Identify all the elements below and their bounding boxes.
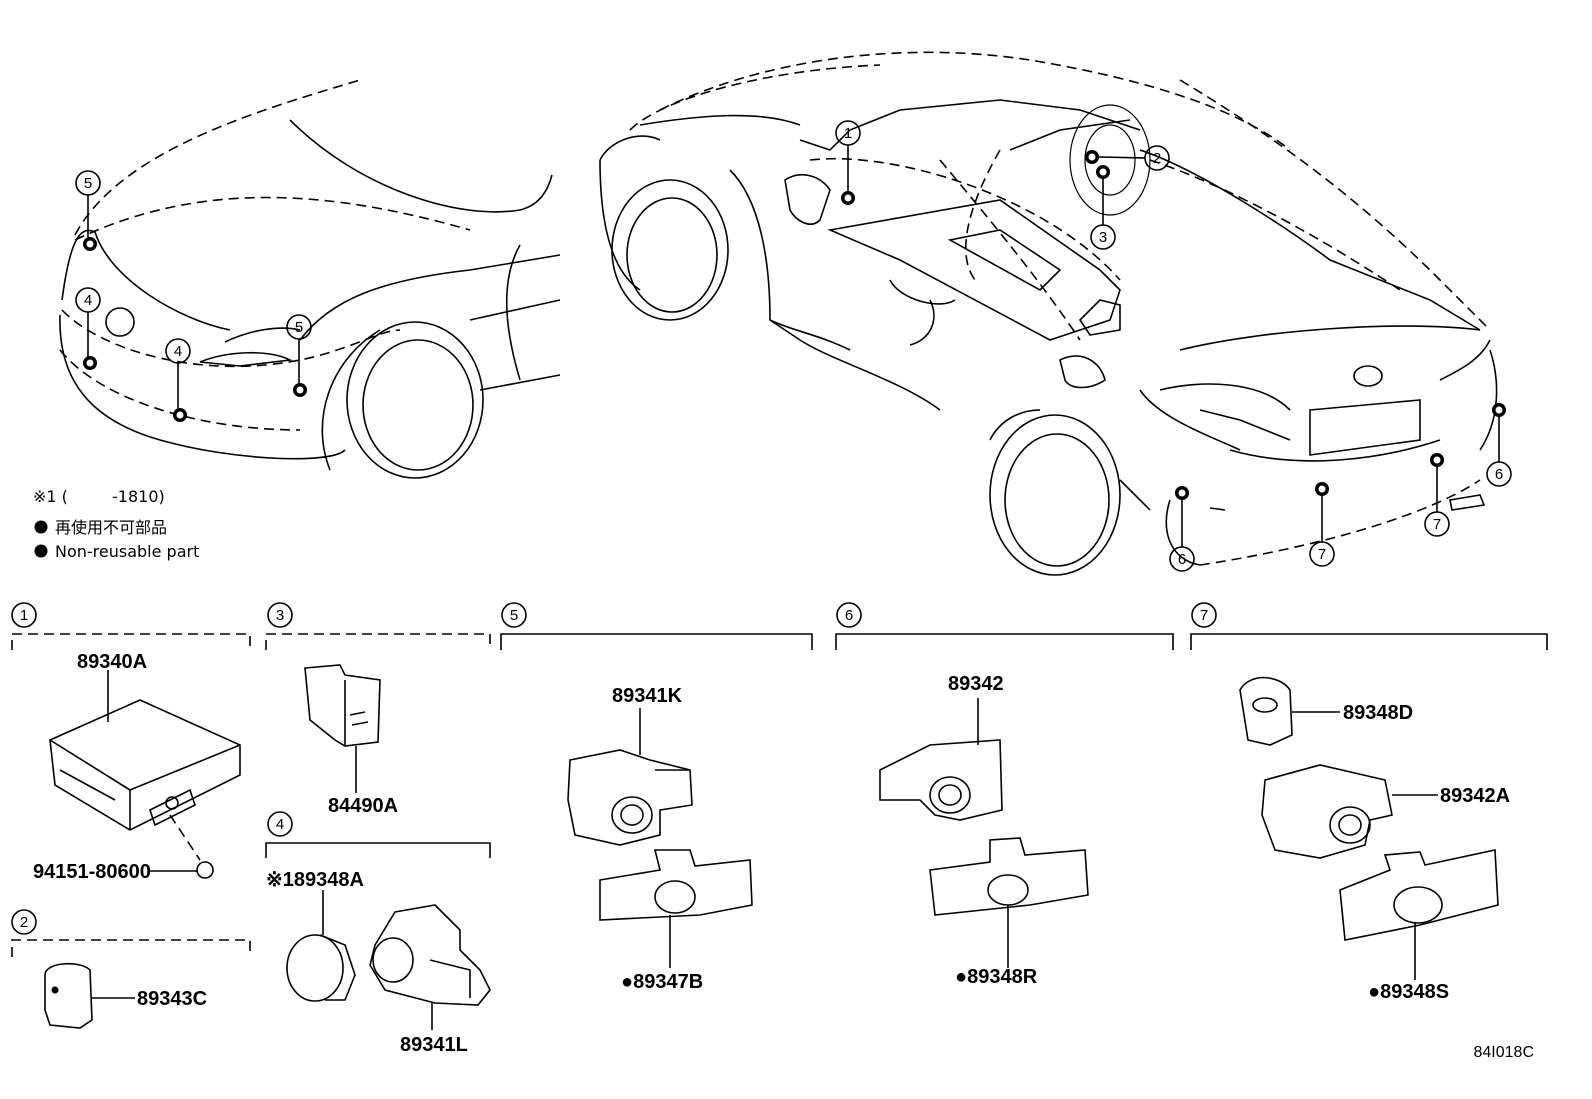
sensor-89342-icon [879,739,1003,821]
callout-7-rear-center: 7 [1318,546,1326,563]
callout-1: 1 [844,125,852,142]
section-4-label: 4 [276,816,284,833]
switch-84490a-icon [304,664,381,747]
part-89342-label: 89342 [948,673,1004,695]
callout-numbers: 5 4 4 5 1 2 3 6 7 7 6 [84,125,1503,568]
clip-icon [196,861,214,879]
callout-6-rear-right: 6 [1495,466,1503,483]
section-1-label: 1 [20,607,28,624]
rear-callouts [835,120,1512,572]
part-89347b-label: ●89347B [621,971,703,993]
legend-en: Non-reusable part [55,542,199,561]
part-89342a-label: 89342A [1440,785,1510,807]
ring-89348a-icon [286,934,344,1002]
callout-3: 3 [1099,229,1107,246]
section-3-parts [304,664,381,793]
rear-car-view [599,51,1498,576]
note-range: -1810) [112,487,165,506]
section-1-parts [49,670,241,879]
ecu-module-icon [49,699,241,831]
part-89340a-label: 89340A [77,651,147,673]
section-6-parts [879,698,1089,968]
callout-5-front-right: 5 [295,319,303,336]
section-headers: 1 2 3 4 5 6 7 [11,602,1548,957]
bullet-icon [34,520,48,534]
callout-7-rear-right: 7 [1433,516,1441,533]
sensor-89343c-icon [44,962,93,1029]
section-2-parts [44,962,135,1029]
front-car-view [59,79,561,479]
bracket-89347b-icon [599,849,753,921]
front-callouts [75,170,312,422]
legend-jp: 再使用不可部品 [55,518,167,537]
figure-code: 84I018C [1474,1044,1535,1061]
sensor-89341l-icon [369,904,491,1006]
section-5-parts [567,708,753,968]
callout-6-rear-left: 6 [1178,551,1186,568]
section-7-parts [1239,676,1499,980]
part-numbers: 89340A 94151-80600 89343C 84490A ※189348… [33,651,1510,1056]
part-84490a-label: 84490A [328,795,398,817]
part-89348a-label: ※189348A [266,869,364,891]
callout-4-front-left: 4 [84,292,92,309]
section-4-parts [286,890,491,1030]
part-89343c-label: 89343C [137,988,207,1010]
part-89341k-label: 89341K [612,685,683,707]
callout-5-front-left: 5 [84,175,92,192]
section-3-label: 3 [276,607,284,624]
note-mark: ※1 ( [33,487,68,506]
part-89348d-label: 89348D [1343,702,1413,724]
callout-4-front-center: 4 [174,343,182,360]
section-2-label: 2 [20,914,28,931]
part-89348r-label: ●89348R [955,966,1038,988]
bullet-icon [34,544,48,558]
callout-2: 2 [1153,150,1161,167]
part-89341l-label: 89341L [400,1034,468,1056]
part-94151-80600-label: 94151-80600 [33,861,151,883]
section-7-label: 7 [1200,607,1208,624]
section-5-label: 5 [510,607,518,624]
section-6-label: 6 [845,607,853,624]
bracket-89348r-icon [929,837,1089,916]
bracket-89348s-icon [1339,849,1499,941]
legend: ※1 ( -1810) 再使用不可部品 Non-reusable part [33,487,199,561]
part-89348s-label: ●89348S [1368,981,1449,1003]
sensor-89342a-icon [1261,764,1393,859]
